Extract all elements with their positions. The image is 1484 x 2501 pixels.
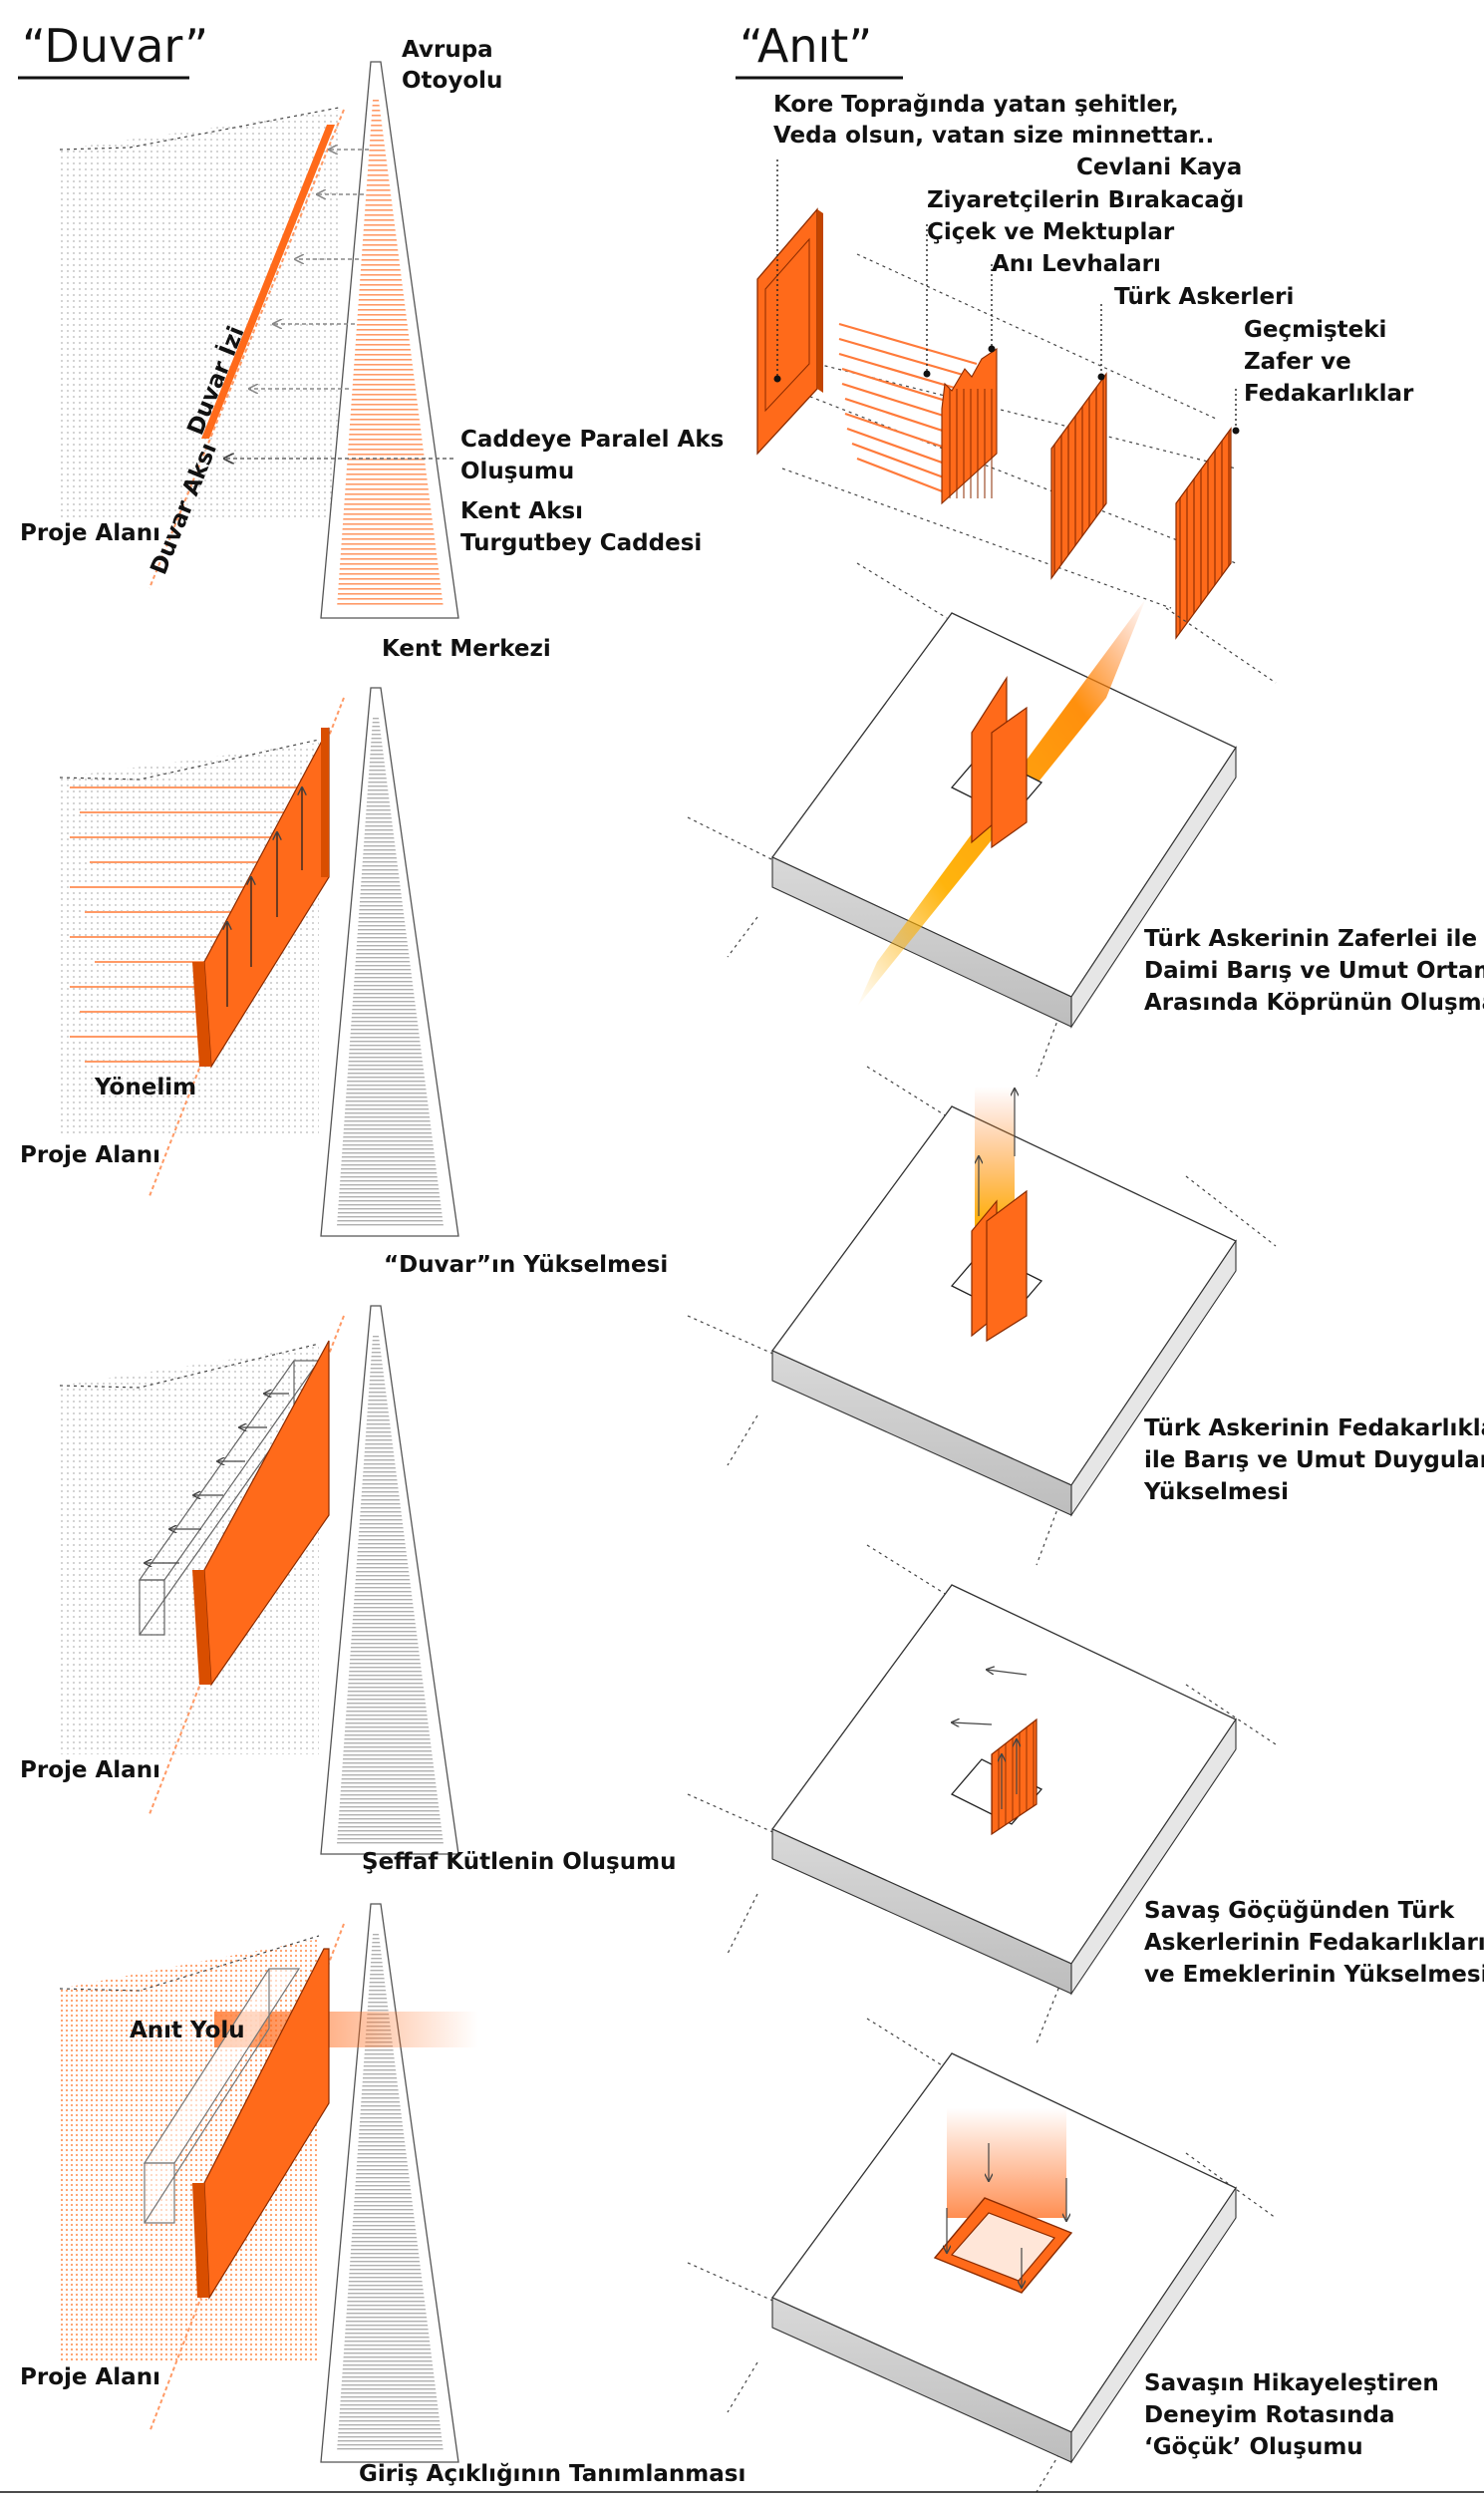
caption-1-line3: Arasında Köprünün Oluşması bbox=[1144, 990, 1484, 1016]
label-direction: Yönelim bbox=[94, 1075, 196, 1100]
slab-2: Türk Askerinin Fedakarlıkları ile Barış … bbox=[687, 1066, 1484, 1566]
road-hatch bbox=[337, 100, 444, 608]
label-soldiers: Türk Askerleri bbox=[1114, 284, 1294, 310]
label-project-area-4: Proje Alanı bbox=[20, 2364, 160, 2390]
header-anit-text: “Anıt” bbox=[740, 19, 872, 73]
label-city-center: Kent Merkezi bbox=[382, 636, 551, 662]
label-visitors-2: Çiçek ve Mektuplar bbox=[927, 219, 1175, 245]
project-area-dots bbox=[60, 110, 339, 518]
label-city-axis-2: Turgutbey Caddesi bbox=[460, 530, 702, 556]
header-anit: “Anıt” bbox=[736, 19, 903, 80]
label-parallel-axis-1: Caddeye Paralel Aks bbox=[460, 427, 724, 453]
label-plaques: Anı Levhaları bbox=[992, 251, 1161, 277]
label-inscription-1: Kore Toprağında yatan şehitler, bbox=[773, 92, 1179, 118]
label-wall-rising: “Duvar”ın Yükselmesi bbox=[384, 1252, 668, 1278]
label-past-1: Geçmişteki bbox=[1244, 317, 1386, 343]
label-project-area-1: Proje Alanı bbox=[20, 520, 160, 546]
caption-3-line2: Askerlerinin Fedakarlıklarının bbox=[1144, 1930, 1484, 1956]
wall-trace-bar bbox=[201, 125, 335, 439]
caption-1-line2: Daimi Barış ve Umut Ortamı bbox=[1144, 958, 1484, 984]
label-transparent-mass: Şeffaf Kütlenin Oluşumu bbox=[362, 1849, 676, 1875]
slab-1: Türk Askerinin Zaferlei ile Daimi Barış … bbox=[687, 562, 1484, 1078]
label-monument-path: Anıt Yolu bbox=[130, 2018, 245, 2043]
parallel-arrows bbox=[224, 150, 453, 459]
left-panel-3: Proje Alanı Şeffaf Kütlenin Oluşumu bbox=[20, 1305, 676, 1875]
caption-2-line3: Yükselmesi bbox=[1143, 1479, 1289, 1505]
caption-1-line1: Türk Askerinin Zaferlei ile bbox=[1144, 926, 1477, 952]
caption-2-line1: Türk Askerinin Fedakarlıkları bbox=[1144, 1415, 1484, 1441]
left-panel-1: Avrupa Otoyolu Caddeye Paralel Aks Oluşu… bbox=[20, 37, 724, 662]
label-avrupa: Avrupa bbox=[402, 37, 493, 63]
exploded-components: Kore Toprağında yatan şehitler, Veda ols… bbox=[756, 92, 1414, 640]
caption-4-line3: ‘Göçük’ Oluşumu bbox=[1144, 2434, 1363, 2460]
wall-axis-line bbox=[148, 109, 345, 589]
header-duvar-text: “Duvar” bbox=[22, 19, 208, 73]
caption-3-line3: ve Emeklerinin Yükselmesi bbox=[1144, 1962, 1484, 1988]
caption-4-line2: Deneyim Rotasında bbox=[1144, 2402, 1394, 2428]
label-otoyolu: Otoyolu bbox=[402, 68, 502, 94]
label-visitors-1: Ziyaretçilerin Bırakacağı bbox=[927, 187, 1244, 213]
label-project-area-3: Proje Alanı bbox=[20, 1757, 160, 1783]
label-cevlani: Cevlani Kaya bbox=[1076, 155, 1242, 180]
caption-2-line2: ile Barış ve Umut Duygularının bbox=[1144, 1447, 1484, 1473]
label-project-area-2: Proje Alanı bbox=[20, 1142, 160, 1168]
inscription-plate bbox=[756, 207, 818, 456]
left-panel-4: Anıt Yolu Proje Alanı Giriş Açıklığının … bbox=[20, 1903, 745, 2487]
label-past-3: Fedakarlıklar bbox=[1244, 381, 1414, 407]
label-inscription-2: Veda olsun, vatan size minnettar.. bbox=[773, 123, 1214, 149]
label-city-axis-1: Kent Aksı bbox=[460, 498, 583, 524]
slab-4: Savaşın Hikayeleştiren Deneyim Rotasında… bbox=[687, 2018, 1439, 2493]
header-duvar: “Duvar” bbox=[18, 19, 208, 80]
left-panel-2: Yönelim Proje Alanı “Duvar”ın Yükselmesi bbox=[20, 687, 668, 1278]
caption-4-line1: Savaşın Hikayeleştiren bbox=[1144, 2370, 1439, 2396]
label-parallel-axis-2: Oluşumu bbox=[460, 459, 574, 484]
label-past-2: Zafer ve bbox=[1244, 349, 1351, 375]
caption-3-line1: Savaş Göçüğünden Türk bbox=[1144, 1898, 1455, 1924]
label-entrance-opening: Giriş Açıklığının Tanımlanması bbox=[359, 2461, 745, 2487]
slab-3: Savaş Göçüğünden Türk Askerlerinin Fedak… bbox=[687, 1544, 1484, 2044]
